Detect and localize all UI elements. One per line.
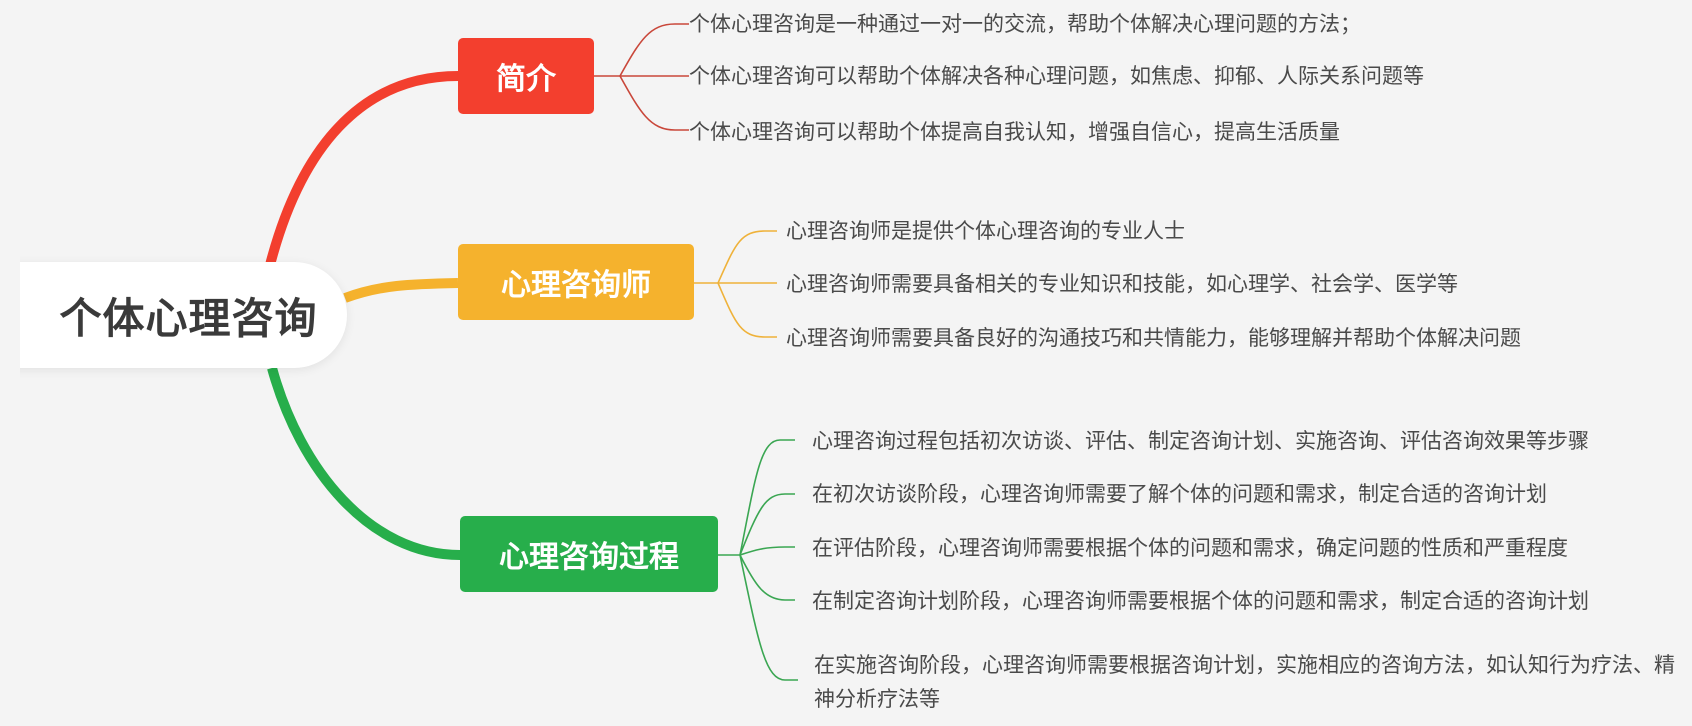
branch-process[interactable]: 心理咨询过程 (460, 516, 718, 592)
branch-intro-label: 简介 (496, 62, 556, 97)
process-item-5[interactable]: 在实施咨询阶段，心理咨询师需要根据咨询计划，实施相应的咨询方法，如认知行为疗法、… (814, 653, 1675, 711)
root-to-counselor-link (343, 278, 459, 303)
counselor-item-1[interactable]: 心理咨询师是提供个体心理咨询的专业人士 (786, 219, 1185, 243)
intro-item-3[interactable]: 个体心理咨询可以帮助个体提高自我认知，增强自信心，提高生活质量 (689, 120, 1340, 144)
process-child-links (718, 439, 798, 681)
root-to-intro-link (265, 71, 463, 270)
counselor-item-2[interactable]: 心理咨询师需要具备相关的专业知识和技能，如心理学、社会学、医学等 (786, 272, 1458, 296)
canvas-edge (0, 250, 20, 380)
process-item-1[interactable]: 心理咨询过程包括初次访谈、评估、制定咨询计划、实施咨询、评估咨询效果等步骤 (812, 429, 1589, 453)
root-node[interactable]: 个体心理咨询 (0, 262, 347, 368)
branch-process-label: 心理咨询过程 (499, 540, 679, 575)
process-item-3[interactable]: 在评估阶段，心理咨询师需要根据个体的问题和需求，确定问题的性质和严重程度 (812, 536, 1568, 560)
branch-intro[interactable]: 简介 (458, 38, 594, 114)
counselor-item-3[interactable]: 心理咨询师需要具备良好的沟通技巧和共情能力，能够理解并帮助个体解决问题 (786, 326, 1521, 350)
intro-child-links (594, 23, 689, 131)
branch-counselor[interactable]: 心理咨询师 (458, 244, 694, 320)
root-to-process-link (267, 366, 461, 560)
intro-item-1[interactable]: 个体心理咨询是一种通过一对一的交流，帮助个体解决心理问题的方法； (689, 12, 1361, 36)
process-item-2[interactable]: 在初次访谈阶段，心理咨询师需要了解个体的问题和需求，制定合适的咨询计划 (812, 482, 1547, 506)
root-node-label: 个体心理咨询 (59, 293, 318, 343)
intro-item-2[interactable]: 个体心理咨询可以帮助个体解决各种心理问题，如焦虑、抑郁、人际关系问题等 (689, 64, 1424, 88)
process-item-4[interactable]: 在制定咨询计划阶段，心理咨询师需要根据个体的问题和需求，制定合适的咨询计划 (812, 589, 1589, 613)
counselor-child-links (694, 230, 777, 338)
branch-counselor-label: 心理咨询师 (501, 268, 651, 303)
